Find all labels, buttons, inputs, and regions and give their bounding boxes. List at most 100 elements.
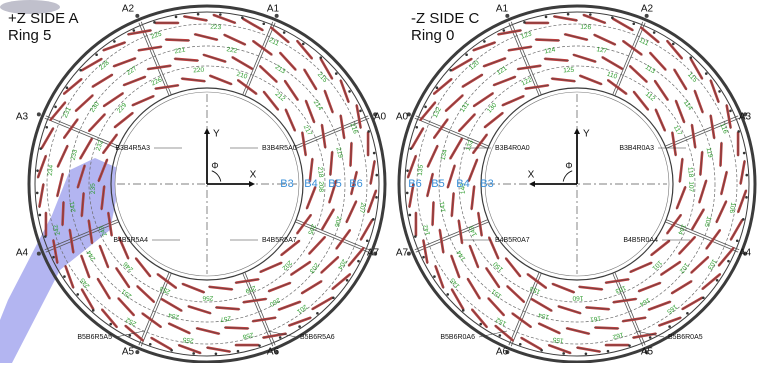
stave-frame xyxy=(141,312,163,328)
support-ring xyxy=(46,23,368,345)
stave-frame xyxy=(102,41,127,51)
stave-frame xyxy=(461,73,484,88)
octant-marker xyxy=(135,13,140,18)
stave-frame xyxy=(434,264,444,289)
stave-number: 164 xyxy=(638,296,651,308)
octant-marker xyxy=(644,13,649,18)
mount-point xyxy=(415,125,419,129)
stave-frame xyxy=(650,239,671,256)
stave-frame xyxy=(223,34,247,46)
mount-point xyxy=(132,29,136,32)
stave-frame xyxy=(572,54,597,63)
mount-point xyxy=(371,218,375,221)
octant-divider xyxy=(665,115,739,147)
stave-number: 211 xyxy=(268,37,281,48)
stave-number: 125 xyxy=(563,67,575,75)
octant-marker xyxy=(373,112,378,117)
stave-frame xyxy=(160,298,183,312)
mount-point xyxy=(148,342,152,346)
stave-number: 153 xyxy=(529,284,542,295)
sector-label-a1: A1 xyxy=(496,4,509,15)
layer-label-b4: B4 xyxy=(456,178,469,190)
stave-frame xyxy=(691,208,705,231)
stave-number: 232 xyxy=(95,139,105,152)
stave-frame xyxy=(432,78,453,95)
axes xyxy=(487,94,667,274)
stave-frame xyxy=(547,344,572,354)
stave-frame xyxy=(347,246,365,267)
stave-number: 206 xyxy=(333,215,343,228)
stave-frame xyxy=(408,183,414,209)
stave-frame xyxy=(79,137,93,160)
stave-frame xyxy=(181,283,206,293)
mount-point xyxy=(409,147,413,150)
stave-frame xyxy=(698,179,707,204)
stave-frame xyxy=(450,254,460,279)
stave-number: 246 xyxy=(122,260,135,273)
stave-frame xyxy=(284,79,299,101)
octant-divider xyxy=(295,117,370,149)
stave-frame xyxy=(208,75,233,85)
sector-label-a2: A2 xyxy=(122,4,135,15)
stave-number: 113 xyxy=(644,64,657,76)
stave-frame xyxy=(177,344,202,354)
sector-label-a0: A0 xyxy=(396,112,409,123)
stave-frame xyxy=(477,211,483,237)
octant-divider xyxy=(244,272,276,346)
octant-divider xyxy=(510,21,542,96)
stave-frame xyxy=(150,337,173,351)
stave-frame xyxy=(202,54,227,63)
stave-frame xyxy=(737,189,747,214)
mount-point xyxy=(76,293,80,296)
phi-label: Φ xyxy=(565,160,572,170)
stave-number: 144 xyxy=(455,249,467,262)
stave-number: 234 xyxy=(47,164,55,176)
panel-a-subtitle: Ring 5 xyxy=(8,27,52,44)
stave-number: 201 xyxy=(295,303,308,315)
stave-frame xyxy=(234,278,260,284)
octant-marker xyxy=(274,13,279,18)
support-ring xyxy=(68,45,346,323)
stave-frame xyxy=(164,39,191,41)
stave-number: 212 xyxy=(274,91,287,104)
stave-number: 131 xyxy=(459,101,471,114)
mount-point xyxy=(359,109,362,113)
mount-point xyxy=(435,86,439,90)
panel-c-title-block: -Z SIDE C Ring 0 xyxy=(411,10,479,44)
mount-point xyxy=(715,278,719,282)
mount-point xyxy=(301,42,305,46)
stave-number: 241 xyxy=(69,201,78,213)
mount-point xyxy=(258,344,261,347)
stave-frame xyxy=(601,56,624,70)
mount-point xyxy=(718,90,721,93)
module-label: B3B4R5A3 xyxy=(115,145,150,152)
stave-frame xyxy=(113,112,134,129)
mount-point xyxy=(153,21,156,24)
stave-frame xyxy=(671,131,677,157)
stave-number: 107 xyxy=(687,181,694,192)
stave-frame xyxy=(621,40,643,56)
stave-frame xyxy=(156,273,178,289)
support-ring xyxy=(416,23,738,345)
stave-frame xyxy=(236,79,258,95)
outer-ring xyxy=(27,4,387,364)
stave-frame xyxy=(122,76,147,86)
mount-point xyxy=(192,352,195,355)
stave-frame xyxy=(506,285,526,303)
stave-frame xyxy=(717,246,735,267)
stave-frame xyxy=(37,154,47,179)
mount-point xyxy=(35,191,39,195)
stave-frame xyxy=(730,218,744,241)
stave-number: 163 xyxy=(614,284,627,295)
mount-point xyxy=(465,53,468,57)
mount-point xyxy=(686,311,689,315)
mount-point xyxy=(584,352,588,356)
stave-frame xyxy=(700,150,703,176)
stave-frame xyxy=(472,133,488,155)
module-leader-line xyxy=(267,330,297,338)
octant-divider xyxy=(244,22,276,96)
mount-point xyxy=(449,68,452,72)
mount-point xyxy=(737,130,740,133)
